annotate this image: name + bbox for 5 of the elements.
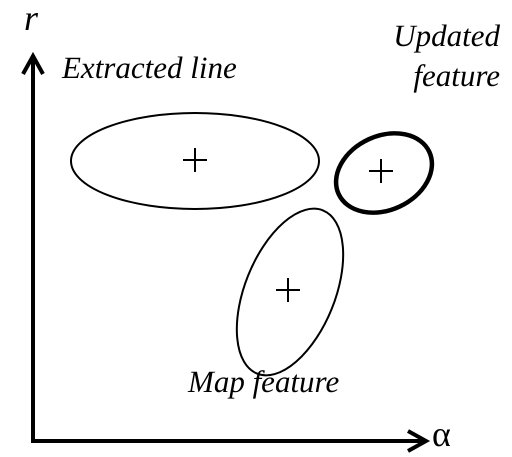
axis-label: r bbox=[24, 0, 38, 36]
feature-label: Extracted line bbox=[62, 49, 238, 87]
feature-label: Updated feature bbox=[392, 17, 500, 95]
axis-label: α bbox=[432, 416, 451, 452]
feature-label: Map feature bbox=[188, 363, 340, 401]
